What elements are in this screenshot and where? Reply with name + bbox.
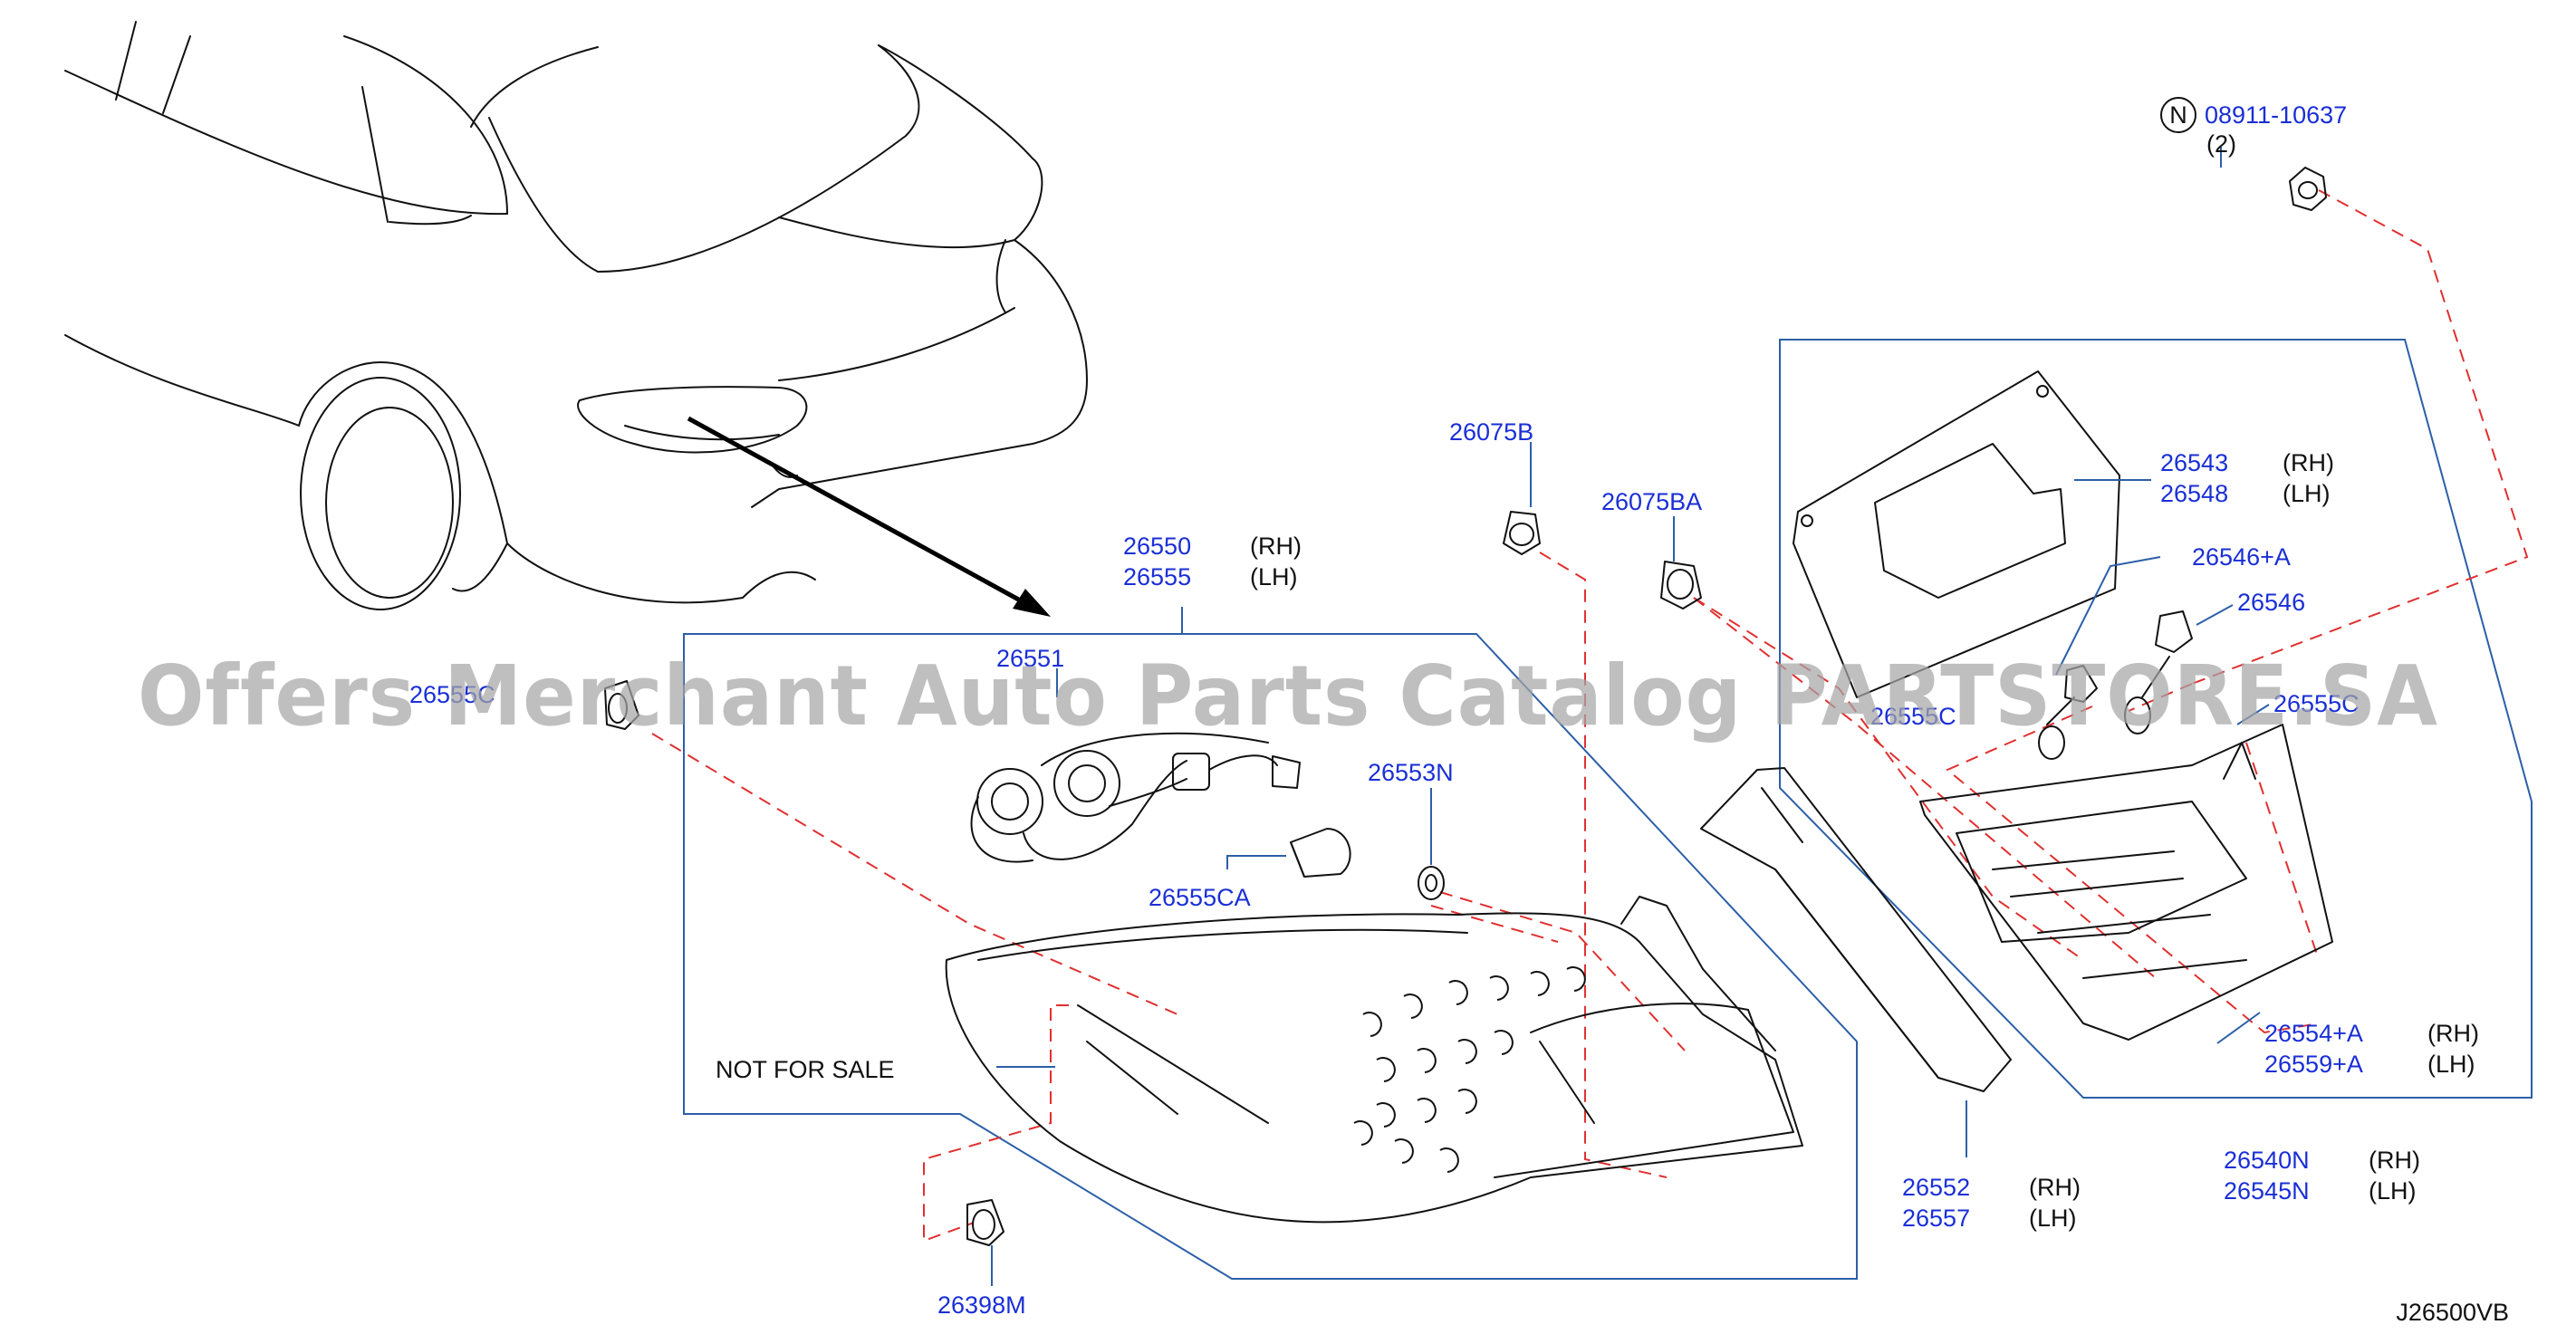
part-number-label[interactable]: 26553N: [1368, 759, 1454, 786]
part-number-label[interactable]: 26540N: [2224, 1147, 2310, 1174]
location-arrow: [687, 416, 1051, 617]
assembly-box-outer-lamp: [683, 633, 1858, 1280]
hex-nut-part: [2289, 167, 2327, 211]
clip-26075B-part: [1503, 511, 1541, 555]
part-number-label[interactable]: 26557: [1902, 1205, 1970, 1232]
part-number-label[interactable]: 26555: [1123, 563, 1191, 590]
part-number-label[interactable]: 26398M: [937, 1291, 1026, 1319]
side-label: (RH): [2029, 1174, 2081, 1201]
car-rear-illustration: [64, 21, 1088, 610]
side-label: (LH): [2029, 1205, 2077, 1232]
inner-combination-lamp-part: [1919, 724, 2333, 1041]
part-number-label[interactable]: 26548: [2160, 480, 2228, 507]
side-label: (RH): [2369, 1147, 2420, 1174]
bulb-26555CA-part: [1290, 828, 1351, 878]
watermark-text: Offers Merchant Auto Parts Catalog PARTS…: [138, 648, 2438, 744]
part-number-label[interactable]: 26550: [1123, 533, 1191, 560]
side-label: (LH): [2283, 480, 2331, 507]
grommet-26075BA-part: [1660, 561, 1702, 610]
part-number-label[interactable]: 26552: [1902, 1174, 1970, 1201]
ring-26553N-part: [1418, 866, 1445, 900]
bulb-socket-26546-part: [2124, 610, 2193, 734]
part-number-label[interactable]: 26546+A: [2192, 543, 2291, 571]
part-number-label[interactable]: 26555C: [2273, 690, 2360, 717]
part-number-label[interactable]: 26545N: [2224, 1177, 2310, 1205]
socket-26398M-part: [966, 1199, 1004, 1246]
part-number-label[interactable]: 26554+A: [2264, 1020, 2363, 1047]
rear-combination-lamp-part: [945, 896, 1803, 1224]
part-number-label[interactable]: 26555C: [409, 681, 495, 708]
side-label: (RH): [1250, 533, 1302, 560]
finisher-26552-part: [1700, 767, 2012, 1092]
part-number-label[interactable]: 26075B: [1449, 418, 1533, 446]
part-number-label[interactable]: 26551: [996, 645, 1064, 672]
bulb-socket-26546A-part: [2038, 665, 2098, 760]
side-label: (LH): [2427, 1051, 2475, 1078]
side-label: (RH): [2427, 1020, 2479, 1047]
quantity-label: (2): [2206, 130, 2236, 158]
part-number-label[interactable]: 26559+A: [2264, 1051, 2363, 1078]
part-number-label[interactable]: 26543: [2160, 449, 2228, 476]
side-label: (RH): [2283, 449, 2334, 476]
socket-26555C-left-part: [604, 680, 639, 730]
assembly-box-inner-lamp: [1779, 339, 2533, 1099]
diagram-code: J26500VB: [2396, 1299, 2509, 1326]
part-number-label[interactable]: 26075BA: [1601, 488, 1702, 515]
not-for-sale-note: NOT FOR SALE: [716, 1056, 895, 1083]
harness-26551-part: [970, 732, 1301, 863]
gasket-26543-part: [1793, 370, 2120, 698]
part-number-label[interactable]: 08911-10637: [2205, 101, 2347, 129]
nut-symbol-letter: N: [2169, 101, 2187, 129]
nut-symbol-icon: [2160, 97, 2196, 133]
assembly-guide-lines: [651, 189, 2529, 1243]
part-number-label[interactable]: 26555C: [1870, 703, 1956, 730]
side-label: (LH): [2369, 1177, 2417, 1205]
leader-lines: [991, 147, 2270, 1286]
nut-callout: N 08911-10637 (2): [2160, 97, 2347, 158]
side-label: (LH): [1250, 563, 1298, 590]
part-number-label[interactable]: 26546: [2237, 589, 2305, 616]
part-number-label[interactable]: 26555CA: [1149, 884, 1251, 911]
